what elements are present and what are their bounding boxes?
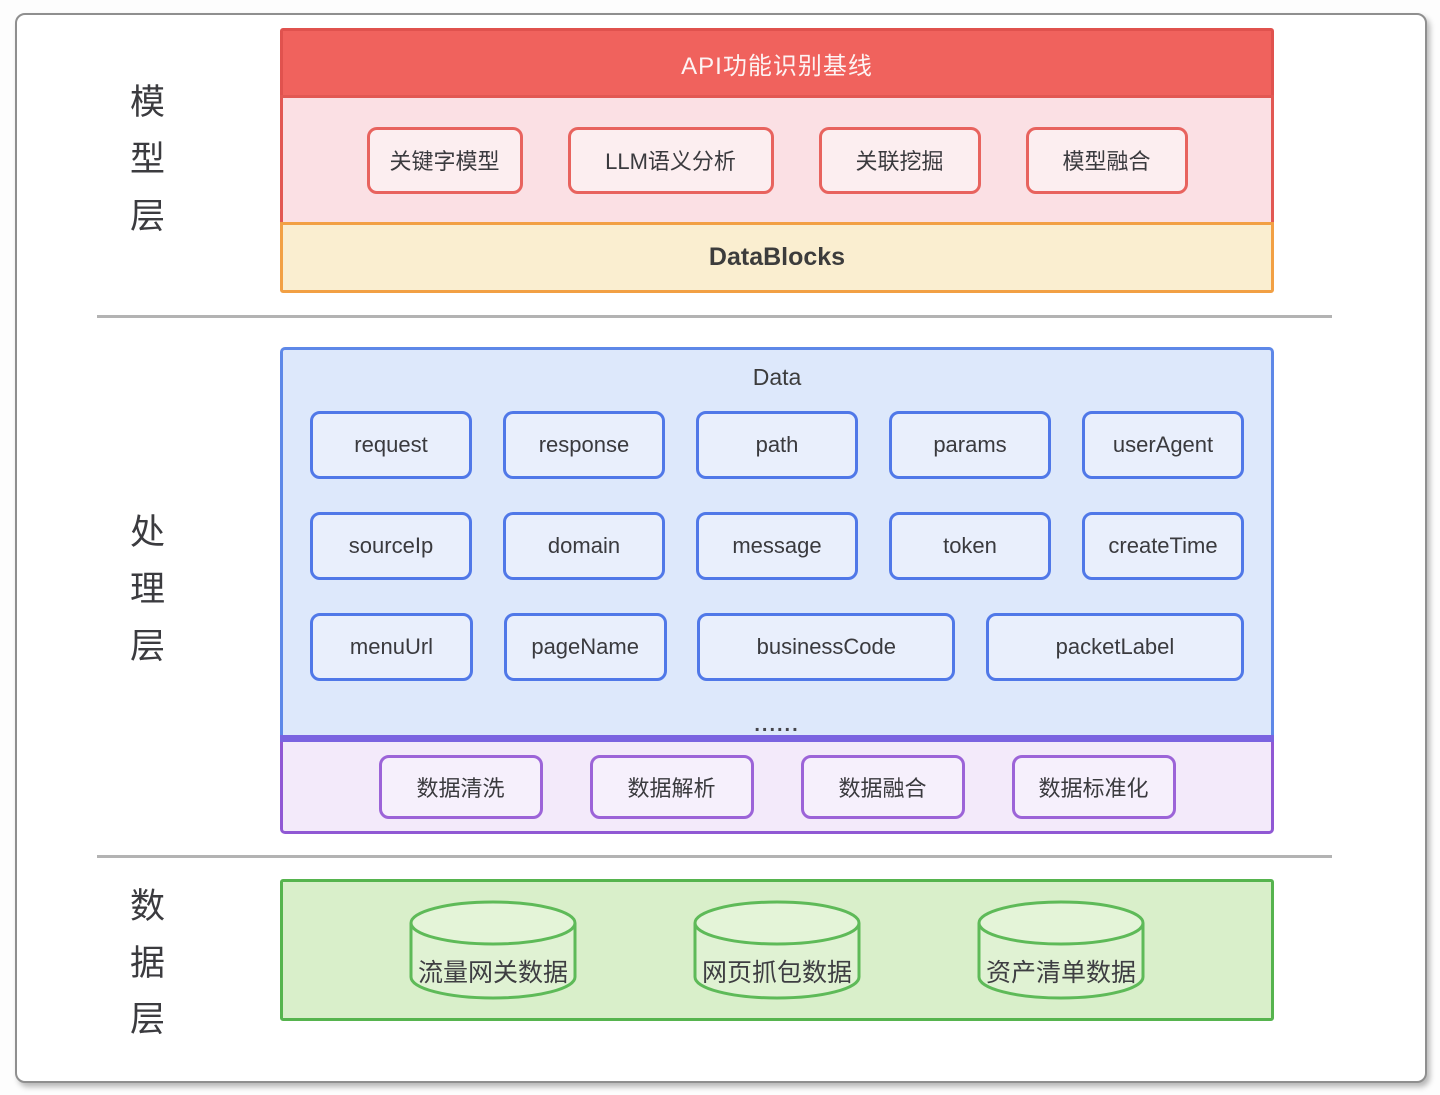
datablocks-band: DataBlocks (280, 222, 1274, 293)
data-panel-title: Data (752, 364, 802, 390)
field-domain: domain (503, 512, 665, 580)
model-chip-llm-semantic: LLM语义分析 (567, 126, 774, 194)
field-token: token (889, 512, 1051, 580)
step-data-parsing: 数据解析 (589, 754, 754, 819)
processing-steps-band: 数据清洗 数据解析 数据融合 数据标准化 (280, 742, 1274, 834)
field-packetlabel: packetLabel (985, 613, 1244, 681)
data-panel: Data request response path params userAg… (280, 347, 1274, 738)
field-sourceip: sourceIp (310, 512, 472, 580)
processing-layer-label-col: 处理层 (17, 347, 280, 834)
field-response: response (503, 411, 665, 479)
data-layer-label-col: 数据层 (17, 879, 280, 1049)
architecture-diagram-card: 模型层 API功能识别基线 关键字模型 LLM语义分析 关联挖掘 模型融合 Da… (15, 13, 1427, 1083)
database-cylinder-icon (693, 900, 861, 1000)
step-data-cleaning: 数据清洗 (378, 754, 543, 819)
field-row-1: request response path params userAgent (310, 411, 1244, 479)
field-row-3: menuUrl pageName businessCode packetLabe… (310, 613, 1244, 681)
processing-layer-label: 处理层 (129, 513, 167, 666)
datasource-traffic-gateway-label: 流量网关数据 (417, 959, 569, 987)
field-useragent: userAgent (1082, 411, 1244, 479)
model-chip-association-mining: 关联挖掘 (818, 126, 981, 194)
field-message: message (696, 512, 858, 580)
more-fields-ellipsis: ...... (754, 714, 800, 736)
datasource-asset-inventory: 资产清单数据 (974, 899, 1148, 1003)
field-businesscode: businessCode (697, 613, 956, 681)
data-layer-label: 数据层 (129, 887, 167, 1040)
field-params: params (889, 411, 1051, 479)
field-pagename: pageName (503, 613, 667, 681)
field-createtime: createTime (1082, 512, 1244, 580)
data-layer-row: 数据层 流量网关数据 网页抓包数据 (17, 879, 1425, 1049)
datasource-asset-inventory-label: 资产清单数据 (985, 959, 1137, 987)
field-menuurl: menuUrl (310, 613, 473, 681)
divider-model-processing (97, 315, 1332, 318)
api-baseline-header: API功能识别基线 (280, 28, 1274, 98)
database-cylinder-icon (977, 900, 1145, 1000)
step-data-standardization: 数据标准化 (1011, 754, 1176, 819)
model-layer-label: 模型层 (129, 83, 167, 236)
model-chip-keyword: 关键字模型 (366, 126, 523, 194)
model-components-band: 关键字模型 LLM语义分析 关联挖掘 模型融合 (280, 95, 1274, 225)
processing-layer-row: 处理层 Data request response path params us… (17, 347, 1425, 834)
datasource-web-capture-label: 网页抓包数据 (701, 959, 853, 987)
field-path: path (696, 411, 858, 479)
model-layer-row: 模型层 API功能识别基线 关键字模型 LLM语义分析 关联挖掘 模型融合 Da… (17, 28, 1425, 293)
divider-processing-data (97, 855, 1332, 858)
model-chip-model-fusion: 模型融合 (1025, 126, 1188, 194)
purple-divider-bar (280, 735, 1274, 742)
field-row-2: sourceIp domain message token createTime (310, 512, 1244, 580)
processing-layer-content: Data request response path params userAg… (280, 347, 1274, 834)
step-data-fusion: 数据融合 (800, 754, 965, 819)
model-layer-label-col: 模型层 (17, 28, 280, 293)
data-layer-content: 流量网关数据 网页抓包数据 资产清单数据 (280, 879, 1274, 1049)
field-request: request (310, 411, 472, 479)
model-layer-content: API功能识别基线 关键字模型 LLM语义分析 关联挖掘 模型融合 DataBl… (280, 28, 1274, 293)
data-sources-band: 流量网关数据 网页抓包数据 资产清单数据 (280, 879, 1274, 1021)
database-cylinder-icon (409, 900, 577, 1000)
datasource-traffic-gateway: 流量网关数据 (406, 899, 580, 1003)
datasource-web-capture: 网页抓包数据 (690, 899, 864, 1003)
